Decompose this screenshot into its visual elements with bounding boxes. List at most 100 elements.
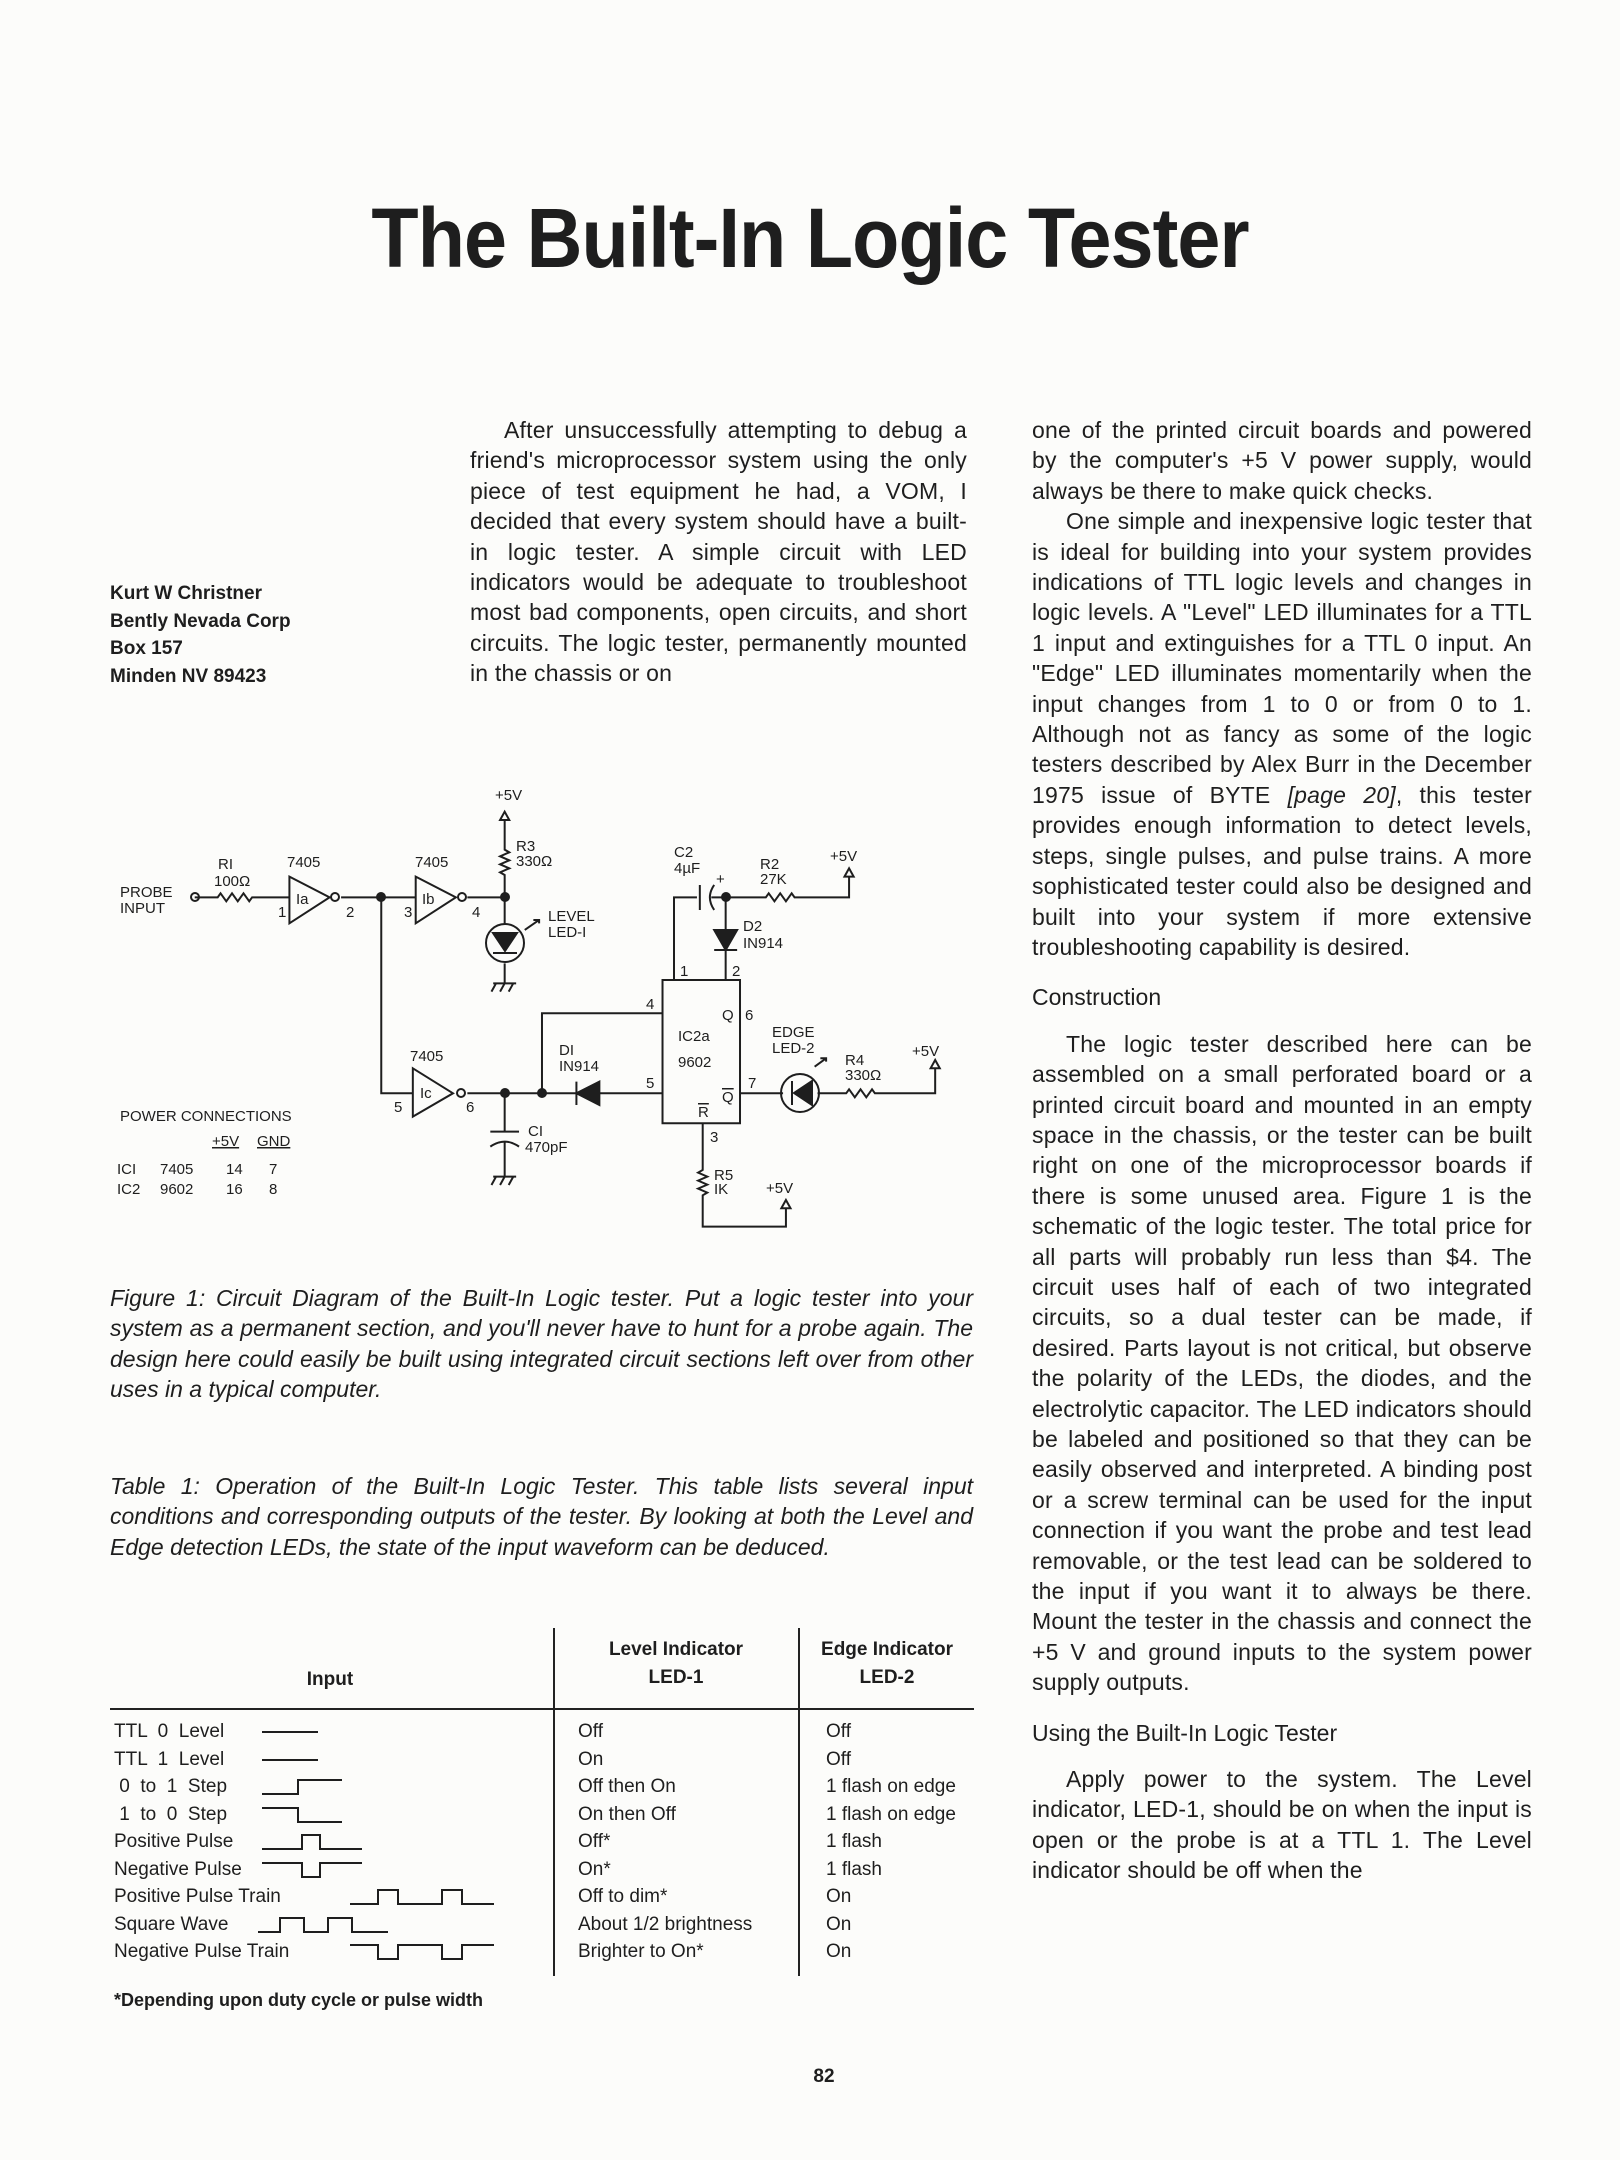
pin-label: 6 xyxy=(745,1007,753,1024)
supply-label: +5V xyxy=(495,787,522,804)
middle-column: After unsuccessfully attempting to debug… xyxy=(470,415,967,689)
junction-dot xyxy=(500,892,510,902)
d1-label: DI xyxy=(559,1042,574,1059)
logic-tester-table: Input Level Indicator LED-1 Edge Indicat… xyxy=(110,1628,974,1976)
edge-cell: 1 flash on edge xyxy=(826,1776,956,1797)
input-cell: Positive Pulse xyxy=(114,1831,234,1852)
ic2-label: IC2a xyxy=(678,1028,710,1045)
gate-part-label: 7405 xyxy=(415,854,448,871)
power-connections-title: POWER CONNECTIONS xyxy=(120,1108,292,1125)
author-city: Minden NV 89423 xyxy=(110,665,267,687)
table-footnote: *Depending upon duty cycle or pulse widt… xyxy=(114,1990,484,2010)
power-cell: 7405 xyxy=(160,1161,193,1178)
power-cell: 7 xyxy=(269,1161,277,1178)
circuit-labels: PROBE INPUT RI 100Ω 7405 7405 7405 Ia Ib… xyxy=(117,787,939,1198)
header-level: Level Indicator LED-1 xyxy=(554,1636,798,1692)
column-divider xyxy=(553,1628,555,1976)
right-column: one of the printed circuit boards and po… xyxy=(1032,415,1532,1886)
level-cell: About 1/2 brightness xyxy=(578,1913,753,1935)
intro-text-after: , this tester provides enough informatio… xyxy=(1032,781,1532,960)
author-box: Box 157 xyxy=(110,638,183,659)
positive-pulse-waveform-icon xyxy=(262,1834,362,1850)
r4-value: 330Ω xyxy=(845,1067,881,1084)
c2-label: C2 xyxy=(674,844,693,861)
pin-label: 7 xyxy=(748,1075,756,1092)
level-led-label: LED-I xyxy=(548,924,586,941)
table-caption: Table 1: Operation of the Built-In Logic… xyxy=(110,1473,973,1560)
using-heading: Using the Built-In Logic Tester xyxy=(1032,1719,1338,1746)
edge-cell: 1 flash on edge xyxy=(826,1803,956,1825)
level-cell: On then Off xyxy=(578,1803,676,1825)
positive-pulse-train-waveform-icon xyxy=(350,1889,494,1905)
probe-terminal xyxy=(190,892,200,902)
page-reference: [page 20] xyxy=(1287,781,1396,808)
gate-label: Ia xyxy=(296,891,309,908)
using-paragraph: Apply power to the system. The Level ind… xyxy=(1032,1766,1532,1884)
r5-value: IK xyxy=(714,1181,728,1198)
gate-label: Ib xyxy=(422,891,435,908)
gate-part-label: 7405 xyxy=(287,854,320,871)
low-level-waveform-icon xyxy=(262,1731,318,1733)
header-edge-line: LED-2 xyxy=(859,1667,915,1688)
r3-value: 330Ω xyxy=(516,853,552,870)
intro-paragraph: After unsuccessfully attempting to debug… xyxy=(470,417,967,687)
intro-paragraph-2: One simple and inexpensive logic tester … xyxy=(1032,506,1532,962)
input-cell: 0 to 1 Step xyxy=(114,1776,228,1797)
page-number: 82 xyxy=(813,2066,835,2087)
header-edge-line: Edge Indicator xyxy=(821,1639,953,1660)
edge-cell: 1 flash xyxy=(826,1858,882,1880)
intro-text: One simple and inexpensive logic tester … xyxy=(1032,508,1532,808)
rising-step-waveform-icon xyxy=(262,1779,342,1795)
ic2-part: 9602 xyxy=(678,1054,711,1071)
author-block: Kurt W Christner Bently Nevada Corp Box … xyxy=(110,580,291,690)
construction-heading: Construction xyxy=(1032,984,1162,1011)
input-cell: Positive Pulse Train xyxy=(114,1886,281,1907)
r2-label: R2 xyxy=(760,856,779,873)
level-cell: Off to dim* xyxy=(578,1886,668,1907)
gate-label: Ic xyxy=(420,1085,432,1102)
edge-led-label: LED-2 xyxy=(772,1040,815,1057)
pin-label: 4 xyxy=(472,904,480,921)
gate-part-label: 7405 xyxy=(410,1048,443,1065)
power-cell: 9602 xyxy=(160,1181,193,1198)
column-divider xyxy=(798,1628,800,1976)
gate-1c-bubble xyxy=(456,1088,466,1098)
header-level-line: LED-1 xyxy=(648,1667,704,1688)
header-edge: Edge Indicator LED-2 xyxy=(800,1636,974,1692)
level-led-icon xyxy=(485,923,525,963)
negative-pulse-waveform-icon xyxy=(262,1861,362,1878)
input-cell: Square Wave xyxy=(114,1913,229,1935)
figure-caption: Figure 1: Circuit Diagram of the Built-I… xyxy=(110,1285,973,1403)
pin-label: 6 xyxy=(466,1099,474,1116)
pin-label: 5 xyxy=(394,1099,402,1116)
gate-1c xyxy=(413,1068,453,1116)
power-header: +5V xyxy=(212,1133,239,1150)
r2-value: 27K xyxy=(760,871,787,888)
level-cell: On xyxy=(578,1748,604,1770)
author-name: Kurt W Christner xyxy=(110,583,262,604)
circuit-diagram: PROBE INPUT RI 100Ω 7405 7405 7405 Ia Ib… xyxy=(117,787,1000,1240)
power-cell: 16 xyxy=(226,1181,243,1198)
pin-label: 4 xyxy=(646,996,654,1013)
construction-paragraph: The logic tester described here can be a… xyxy=(1032,1030,1532,1696)
negative-pulse-train-waveform-icon xyxy=(350,1944,494,1960)
intro-continuation: one of the printed circuit boards and po… xyxy=(1032,417,1532,504)
article-title: The Built-In Logic Tester xyxy=(371,191,1249,285)
power-cell: 14 xyxy=(226,1161,243,1178)
gate-1b-bubble xyxy=(457,892,467,902)
supply-label: +5V xyxy=(912,1043,939,1060)
d1-value: IN914 xyxy=(559,1058,599,1075)
level-cell: Brighter to On* xyxy=(578,1941,704,1962)
power-cell: ICI xyxy=(117,1161,136,1178)
pin-label: 3 xyxy=(404,904,412,921)
input-cell: Negative Pulse Train xyxy=(114,1941,290,1962)
r3-label: R3 xyxy=(516,838,535,855)
